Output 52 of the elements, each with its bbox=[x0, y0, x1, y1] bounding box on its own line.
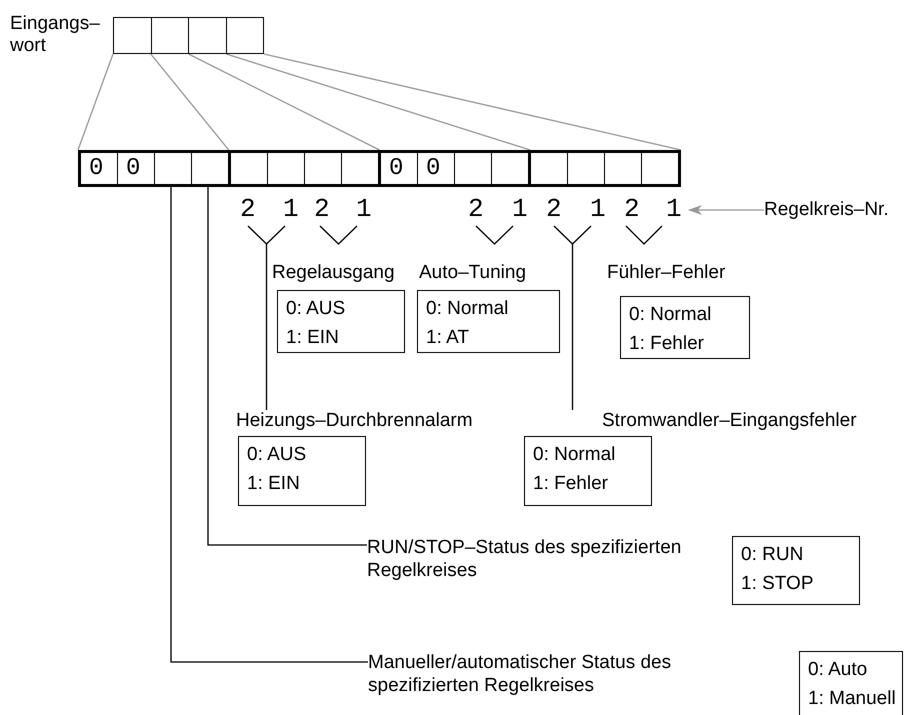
value-option: 0: Normal bbox=[533, 440, 651, 469]
bit-value: 0 bbox=[89, 155, 104, 183]
field-label: Eingangs– wort bbox=[10, 13, 101, 57]
leader-line bbox=[572, 244, 574, 410]
loop-number: 2 bbox=[546, 194, 562, 224]
bracket bbox=[626, 225, 662, 244]
input-word-cells bbox=[113, 17, 264, 54]
loop-number: 2 bbox=[240, 194, 256, 224]
bit-value: 0 bbox=[426, 155, 440, 183]
value-option: 0: Normal bbox=[426, 294, 559, 323]
value-option: 0: Auto bbox=[808, 655, 902, 684]
bracket bbox=[554, 225, 591, 244]
bracket bbox=[320, 225, 357, 244]
bracket bbox=[248, 225, 285, 244]
loop-number: 1 bbox=[283, 194, 299, 224]
leader-line bbox=[207, 187, 367, 546]
loop-number: 1 bbox=[356, 194, 372, 224]
loop-number: 1 bbox=[666, 194, 682, 224]
description-text: Regelkreis–Nr. bbox=[764, 198, 905, 221]
value-option: 1: EIN bbox=[286, 323, 404, 352]
loop-number: 2 bbox=[314, 194, 330, 224]
field-heading: Regelausgang bbox=[272, 262, 395, 284]
value-option: 1: AT bbox=[426, 323, 559, 352]
value-option: 0: AUS bbox=[247, 440, 365, 469]
loop-number: 1 bbox=[512, 194, 528, 224]
description-text: RUN/STOP–Status des spezifizierten Regelkreises bbox=[367, 536, 687, 582]
value-option: 1: STOP bbox=[741, 569, 859, 598]
field-heading: Heizungs–Durchbrennalarm bbox=[236, 410, 473, 432]
field-heading: Auto–Tuning bbox=[419, 262, 526, 284]
arrow bbox=[688, 205, 764, 215]
loop-number: 2 bbox=[468, 194, 484, 224]
field-heading: Fühler–Fehler bbox=[607, 262, 726, 284]
bit-value: 0 bbox=[389, 155, 404, 183]
value-option: 0: AUS bbox=[286, 294, 404, 323]
leader-line bbox=[266, 244, 268, 410]
field-heading: Stromwandler–Eingangsfehler bbox=[602, 410, 857, 432]
loop-number: 2 bbox=[624, 194, 640, 224]
value-option: 1: Manuell bbox=[808, 684, 902, 713]
description-text: Manueller/automatischer Status des spezifizierten Regelkreises bbox=[368, 651, 728, 697]
value-option: 0: Normal bbox=[629, 300, 749, 329]
register-bar bbox=[78, 150, 681, 187]
leader-line bbox=[170, 187, 368, 663]
loop-number: 1 bbox=[590, 194, 606, 224]
value-option: 1: Fehler bbox=[629, 329, 749, 358]
value-table bbox=[732, 536, 860, 605]
expansion-lines bbox=[77, 53, 682, 151]
value-option: 1: Fehler bbox=[533, 469, 651, 498]
value-table bbox=[799, 651, 903, 715]
bracket bbox=[476, 225, 513, 244]
value-option: 0: RUN bbox=[741, 540, 859, 569]
value-option: 1: EIN bbox=[247, 469, 365, 498]
bit-value: 0 bbox=[126, 155, 140, 183]
